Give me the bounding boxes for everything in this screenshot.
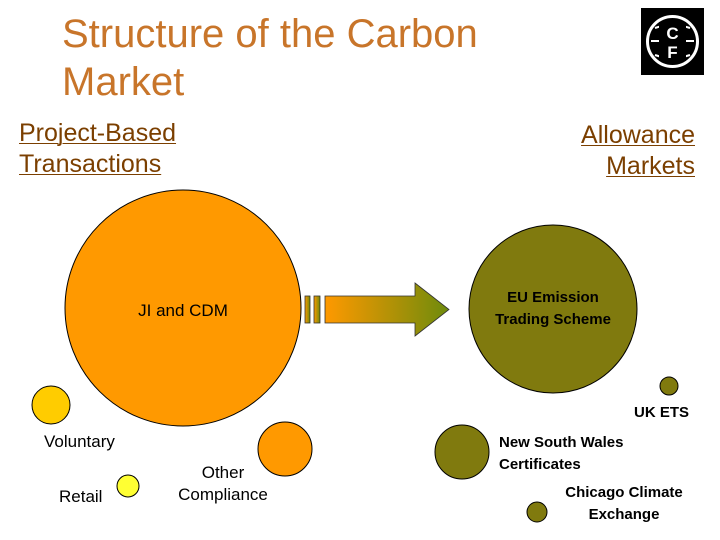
retail-label: Retail [59,487,103,506]
ji-cdm-circle [64,189,302,427]
voluntary-label: Voluntary [44,432,115,451]
eu-ets-circle [468,224,638,394]
other-compliance-circle [257,421,313,477]
nsw-label: New South Wales Certificates [499,434,624,473]
voluntary-circle [31,385,71,425]
project-based-heading-text: Project-Based Transactions [19,119,177,178]
page-title: Structure of the Carbon Market [62,12,478,104]
chicago-circle [526,501,548,523]
allowance-markets-heading-text: Allowance Markets [581,121,695,180]
ji-cdm-label: JI and CDM [138,301,228,320]
svg-text:C: C [666,24,678,43]
cf-logo: C F [641,8,704,75]
uk-ets-circle [659,376,679,396]
eu-ets-label: EU Emission Trading Scheme [495,289,611,328]
project-based-heading: Project-Based Transactions [19,118,249,180]
retail-circle [116,474,140,498]
other-compliance-label: Other Compliance [178,463,268,504]
chicago-label: Chicago Climate Exchange [565,484,683,523]
uk-ets-label: UK ETS [634,404,690,421]
nsw-circle [434,424,490,480]
cf-globe-logo-icon: C F [646,15,699,68]
svg-text:F: F [667,43,677,62]
transfer-arrow [304,282,450,337]
allowance-markets-heading: Allowance Markets [545,120,695,182]
